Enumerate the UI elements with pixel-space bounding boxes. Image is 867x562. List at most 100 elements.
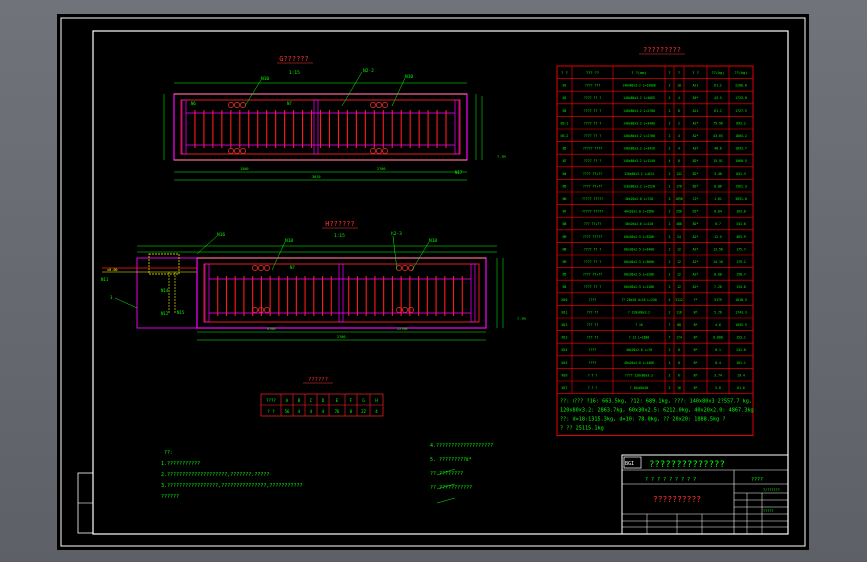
steel-table-cell: 2 bbox=[669, 260, 671, 264]
steel-table-cell: 8 bbox=[678, 159, 680, 163]
steel-table-cell: ???? bbox=[589, 298, 597, 302]
steel-table-cell: 140x80x3.2 L=4685 bbox=[623, 96, 655, 100]
steel-table-cell: 15.91 bbox=[713, 159, 723, 163]
steel-table-cell: A2* bbox=[693, 273, 699, 277]
steel-table-cell: 60x30x2.5 L=1100 bbox=[624, 285, 654, 289]
note-line: ?????? bbox=[161, 494, 179, 500]
steel-table-cell: 4 bbox=[669, 298, 671, 302]
weight-summary: ??: Ⅰ??? ?16: 663.5kg, ?12: 689.1kg, ???… bbox=[560, 399, 754, 432]
elevation-g: G?????? 1:15 1500 bbox=[163, 55, 505, 181]
steel-table-cell: ???? ?? ? bbox=[584, 109, 601, 113]
steel-table-cell: ? 16 bbox=[635, 323, 643, 327]
note-line: 5. ?????????Ⅱ* bbox=[430, 457, 472, 463]
steel-table-cell: ??? ??+?? bbox=[584, 222, 601, 226]
quantity-table-cell: 4 bbox=[375, 409, 378, 414]
steel-table-cell: N4 bbox=[563, 285, 567, 289]
steel-table-cell: 179.2 bbox=[736, 260, 746, 264]
steel-table-cell: 5379 bbox=[714, 298, 722, 302]
steel-table-cell: 1893.7 bbox=[735, 147, 747, 151]
steel-table-cell: A2* bbox=[693, 235, 699, 239]
steel-table-cell: ???? ??+?? bbox=[583, 273, 602, 277]
steel-table-cell: 40x20x2.0 L=1560 bbox=[624, 210, 654, 214]
svg-text:N2-2: N2-2 bbox=[363, 68, 374, 74]
steel-table-cell: 4 bbox=[678, 96, 680, 100]
steel-table-cell: 841.3 bbox=[736, 172, 746, 176]
steel-table-cell: 0.4 bbox=[715, 361, 721, 365]
elevation-h-scale: 1:15 bbox=[334, 233, 345, 239]
steel-table-cell: D2* bbox=[693, 210, 699, 214]
steel-table-cell: B2* bbox=[693, 222, 699, 226]
quantity-table-header: H bbox=[375, 398, 378, 403]
steel-table-cell: 2200.8 bbox=[735, 84, 747, 88]
steel-table-cell: 2 bbox=[669, 147, 671, 151]
steel-table-cell: N7 bbox=[563, 159, 567, 163]
quantity-table-cell: ? ? bbox=[267, 409, 275, 414]
steel-table-cell: 1743.3 bbox=[735, 310, 747, 314]
steel-table-cell: 40x20x2.0 L=720 bbox=[625, 197, 653, 201]
steel-table-cell: 8 bbox=[678, 348, 680, 352]
steel-table-cell: ????? ????? bbox=[582, 197, 603, 201]
note-line: 2.????????????????????,???????.????? bbox=[161, 472, 269, 478]
steel-table-cell: 140x80x3.2 L=2700 bbox=[623, 134, 655, 138]
elevation-h: H?????? 1:15 bbox=[101, 220, 525, 341]
steel-table-cell: 2 bbox=[669, 222, 671, 226]
steel-table-cell: 12.5 bbox=[714, 235, 722, 239]
svg-text:N10: N10 bbox=[285, 238, 293, 244]
steel-table-cell: N11 bbox=[562, 310, 568, 314]
steel-table-cell: 1561.3 bbox=[735, 184, 747, 188]
note-line: ?? ???????? bbox=[430, 471, 463, 477]
steel-table-cell: 163.8 bbox=[736, 210, 746, 214]
steel-table-cell: 14.16 bbox=[713, 260, 723, 264]
steel-table-cell: ? 16x60x20 bbox=[630, 386, 649, 390]
steel-table-cell: A2* bbox=[693, 134, 699, 138]
steel-table-cell: ?? 20x20 d=18 L=250 bbox=[621, 298, 657, 302]
steel-table-cell: 153.1 bbox=[736, 336, 746, 340]
steel-table-cell: 40x20x2.0 L=410 bbox=[625, 222, 653, 226]
svg-text:N16: N16 bbox=[217, 232, 225, 238]
steel-table-cell: 43.65 bbox=[713, 134, 723, 138]
quantity-table-header: B bbox=[298, 398, 301, 403]
steel-table-cell: 12 bbox=[677, 247, 681, 251]
steel-table-cell: N7 bbox=[563, 210, 567, 214]
steel-table-cell: 61.2 bbox=[714, 109, 722, 113]
steel-table-cell: 1018.3 bbox=[735, 298, 747, 302]
steel-table-cell: ? bbox=[669, 336, 671, 340]
svg-text:?.?M: ?.?M bbox=[517, 317, 525, 321]
steel-table-cell: ???? ?? ? bbox=[584, 134, 601, 138]
svg-text:2?00: 2?00 bbox=[337, 335, 345, 339]
quantity-table-header: F bbox=[350, 398, 353, 403]
steel-table-cell: ? 12 L=1800 bbox=[629, 336, 650, 340]
steel-table-cell: 60x30x2.5 L=3600 bbox=[624, 260, 654, 264]
steel-table-cell: ???? ?? ? bbox=[584, 96, 601, 100]
steel-table-cell: N3 bbox=[563, 109, 567, 113]
drawing-sheet[interactable]: G?????? 1:15 1500 bbox=[57, 14, 809, 550]
steel-table-cell: N12 bbox=[562, 323, 568, 327]
steel-table-cell: 5.76 bbox=[714, 310, 722, 314]
quantity-table-header: A bbox=[286, 398, 289, 403]
steel-table-cell: N3-1 bbox=[561, 121, 569, 125]
steel-table-cell: ????? ????? bbox=[582, 210, 603, 214]
steel-table-cell: 2 bbox=[669, 210, 671, 214]
steel-table-cell: 140x80x3.2 L=2700 bbox=[623, 109, 655, 113]
note-line: 3.?????????????????,???????????????,????… bbox=[161, 483, 302, 489]
steel-table-cell: B* bbox=[694, 323, 698, 327]
steel-table-cell: ???? ?? ? bbox=[584, 285, 601, 289]
steel-table-cell: 75.96 bbox=[713, 121, 723, 125]
steel-table-cell: 140x80x3.2 L=13000 bbox=[622, 84, 656, 88]
steel-table-cell: 8.86 bbox=[714, 184, 722, 188]
steel-table-cell: 6 bbox=[678, 373, 680, 377]
steel-table-cell: N8 bbox=[563, 247, 567, 251]
steel-table-cell: 241.8 bbox=[736, 348, 746, 352]
steel-table-cell: 13.56 bbox=[713, 247, 723, 251]
steel-table-cell: ????? ???? bbox=[583, 147, 602, 151]
steel-table-cell: 893.2 bbox=[736, 121, 746, 125]
steel-table-cell: A5* bbox=[693, 96, 699, 100]
steel-table-cell: ???? 120x80x3.2 bbox=[625, 373, 653, 377]
steel-table-cell: 61.6 bbox=[737, 386, 745, 390]
steel-table-cell: N14 bbox=[562, 348, 568, 352]
scale-label: ????? bbox=[763, 509, 774, 513]
steel-table-cell: 0.7 bbox=[715, 222, 721, 226]
steel-table-cell: 1727.5 bbox=[735, 109, 747, 113]
title-block: BGI ?????????????? ? ? ? ? ? ? ? ? ? ???… bbox=[621, 454, 789, 535]
